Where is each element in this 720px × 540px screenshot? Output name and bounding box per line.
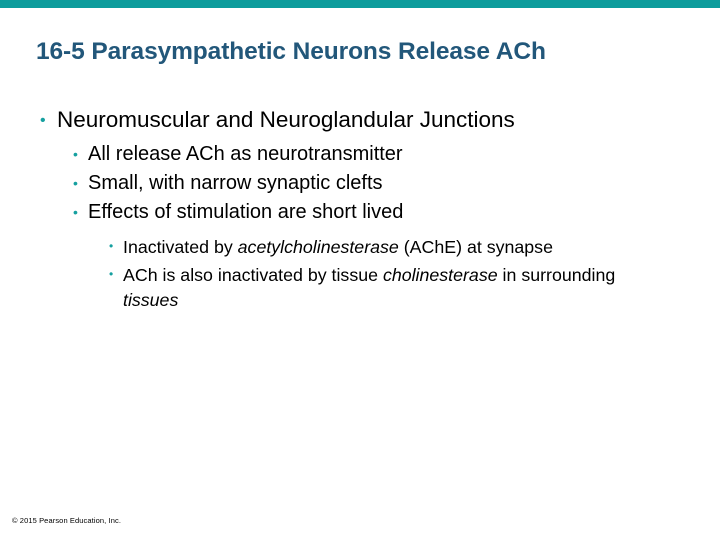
top-accent-bar — [0, 0, 720, 8]
bullet-dot-icon: • — [73, 204, 78, 221]
bullet-level3-label: Inactivated by acetylcholinesterase (ACh… — [123, 237, 553, 258]
bullet-level1-item: • Neuromuscular and Neuroglandular Junct… — [40, 106, 720, 135]
bullet-dot-icon: • — [73, 145, 78, 162]
copyright-notice: © 2015 Pearson Education, Inc. — [12, 516, 122, 525]
bullet-dot-icon: • — [109, 239, 114, 254]
bullet-level3-group: • Inactivated by acetylcholinesterase (A… — [0, 235, 720, 313]
bullet-level3-item: • ACh is also inactivated by tissue chol… — [109, 263, 720, 314]
bullet-level1-label: Neuromuscular and Neuroglandular Junctio… — [57, 107, 515, 132]
slide-body: • Neuromuscular and Neuroglandular Junct… — [0, 106, 720, 315]
bullet-level3-item: • Inactivated by acetylcholinesterase (A… — [109, 235, 720, 260]
bullet-level3-label: ACh is also inactivated by tissue cholin… — [123, 264, 616, 310]
bullet-level2-label: All release ACh as neurotransmitter — [88, 142, 403, 165]
bullet-level2-label: Effects of stimulation are short lived — [88, 201, 404, 224]
bullet-level2-item: • All release ACh as neurotransmitter — [73, 141, 720, 168]
bullet-level2-item: • Small, with narrow synaptic clefts — [73, 170, 720, 197]
bullet-dot-icon: • — [40, 112, 46, 129]
bullet-level2-group: • All release ACh as neurotransmitter • … — [0, 141, 720, 227]
bullet-dot-icon: • — [109, 266, 114, 281]
bullet-dot-icon: • — [73, 174, 78, 191]
bullet-level2-label: Small, with narrow synaptic clefts — [88, 171, 383, 194]
page-title: 16-5 Parasympathetic Neurons Release ACh — [36, 38, 546, 66]
bullet-level2-item: • Effects of stimulation are short lived — [73, 199, 720, 226]
